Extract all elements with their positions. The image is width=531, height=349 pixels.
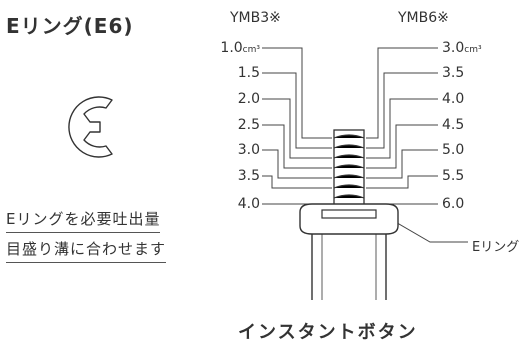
header-ymb6: YMB6※ bbox=[398, 10, 449, 26]
right-scale-label: 3.5 bbox=[442, 65, 465, 81]
instruction-line-1: Eリングを必要吐出量 bbox=[6, 208, 161, 233]
left-scale-label: 3.5 bbox=[237, 168, 260, 184]
instant-button-caption: インスタントボタン bbox=[238, 322, 418, 343]
leader-lines bbox=[262, 47, 468, 243]
left-scale-label: 1.0cm³ bbox=[220, 40, 260, 56]
left-scale-label: 3.0 bbox=[237, 142, 260, 158]
right-scale-label: 3.0cm³ bbox=[442, 40, 482, 56]
e-ring-clip-icon bbox=[68, 96, 113, 158]
e-ring-mark bbox=[321, 209, 377, 219]
right-scale-label: 6.0 bbox=[442, 196, 465, 212]
left-scale-label: 4.0 bbox=[237, 196, 260, 212]
header-ymb3: YMB3※ bbox=[230, 10, 281, 26]
e-ring-label: Eリング bbox=[472, 240, 520, 255]
right-scale-label: 4.0 bbox=[442, 91, 465, 107]
diagram-title: Eリング(E6) bbox=[6, 14, 134, 38]
left-scale-label: 1.5 bbox=[237, 65, 260, 81]
instruction-line-2: 目盛り溝に合わせます bbox=[6, 238, 167, 263]
right-scale-label: 5.5 bbox=[442, 168, 465, 184]
right-scale-label: 4.5 bbox=[442, 117, 465, 133]
left-scale-label: 2.5 bbox=[237, 117, 260, 133]
left-scale-label: 2.0 bbox=[237, 91, 260, 107]
right-scale-label: 5.0 bbox=[442, 142, 465, 158]
shaft-grooves bbox=[333, 134, 365, 199]
